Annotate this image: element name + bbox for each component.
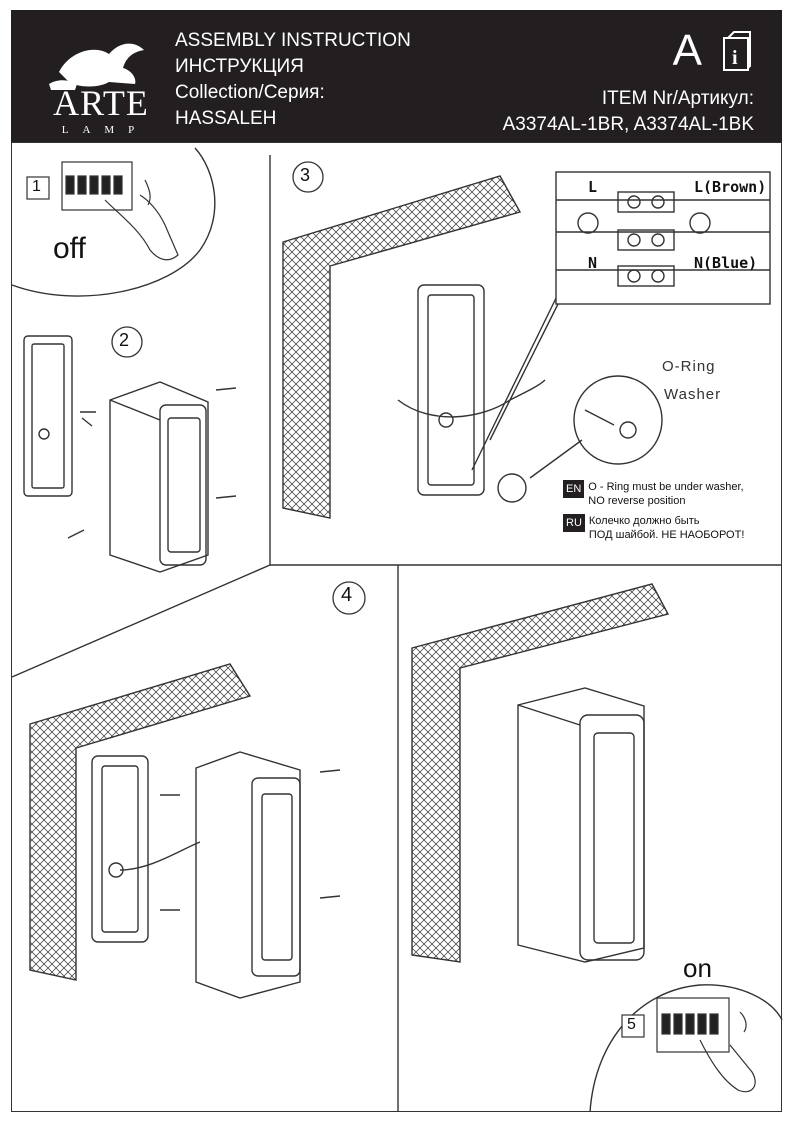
info-booklet-icon: i [723,31,751,71]
oring-label: O-Ring [662,358,716,375]
breaker-off-icon [61,161,179,261]
item-value: A3374AL-1BR, A3374AL-1BK [502,114,754,135]
step2-circle [111,326,143,358]
page-letter: A [672,26,702,75]
step-3-number: 3 [300,165,311,185]
header-bar: ARTE LAMP ASSEMBLY INSTRUCTION ИНСТРУКЦИ… [11,10,782,142]
wire-l-label: L [588,178,598,196]
step-2-number: 2 [119,330,130,350]
item-label: ITEM Nr/Артикул: [601,88,754,109]
note-en-line2: NO reverse position [588,495,686,507]
washer-label: Washer [664,386,722,403]
note-ru-line2: ПОД шайбой. НЕ НАОБОРОТ! [588,529,745,541]
wire-l-brown-label: L(Brown) [694,178,767,196]
en-tag: EN [563,480,585,498]
on-label: on [683,953,712,983]
wire-n-blue-label: N(Blue) [694,254,758,272]
step-1-number: 1 [32,178,41,195]
lion-logo-icon [49,43,144,90]
wire-n-label: N [588,254,598,272]
step-4-number: 4 [341,584,353,606]
collection-label: Collection/Серия: [175,82,325,103]
brand-subtitle: LAMP [61,124,149,136]
step4-circle [332,581,366,615]
title-line-1: ASSEMBLY INSTRUCTION [175,30,411,51]
note-ru: RU Колечко должно быть ПОД шайбой. НЕ НА… [563,514,744,542]
note-ru-line1: Колечко должно быть [588,515,700,527]
svg-text:i: i [732,47,738,69]
ru-tag: RU [563,514,585,532]
title-block: ASSEMBLY INSTRUCTION ИНСТРУКЦИЯ Collecti… [175,28,411,132]
breaker-on-icon [656,997,756,1093]
brand-name: ARTE [53,83,149,123]
step-5-number: 5 [627,1016,636,1033]
instruction-frame [11,142,782,1112]
off-label: off [53,232,86,265]
collection-name: HASSALEH [175,108,277,129]
title-line-2: ИНСТРУКЦИЯ [175,56,304,77]
item-block: ITEM Nr/Артикул: A3374AL-1BR, A3374AL-1B… [503,86,754,138]
step3-circle [292,161,324,193]
note-en-line1: O - Ring must be under washer, [588,481,744,493]
note-en: EN O - Ring must be under washer, NO rev… [563,480,744,508]
